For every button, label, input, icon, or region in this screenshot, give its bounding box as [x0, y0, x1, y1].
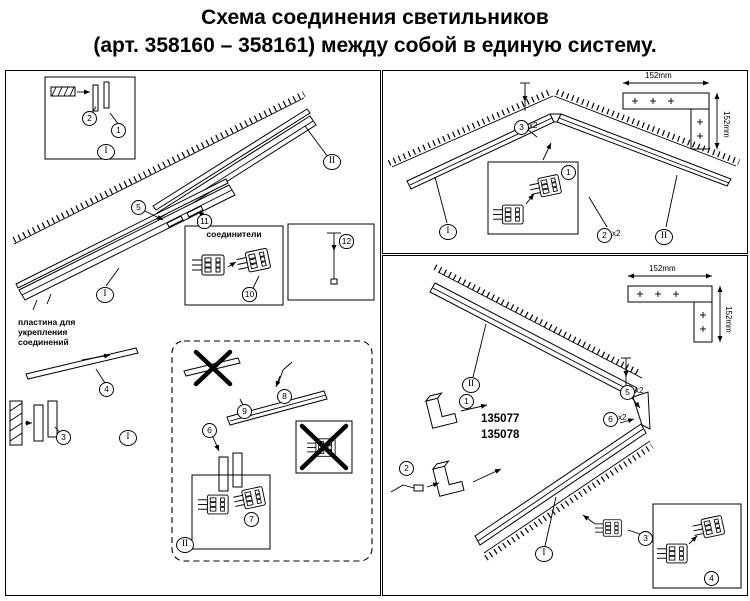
ceiling-corner-drawing: [387, 89, 741, 168]
dimension-label-vertical: 152mm: [722, 111, 731, 138]
label-leader-lines: [434, 128, 678, 228]
dimension-label-horizontal: 152mm: [649, 264, 676, 273]
plate-note-line2: укрепления: [18, 327, 68, 338]
callout-6: 6: [603, 412, 618, 427]
fixture-label-ii: II: [462, 377, 480, 393]
quantity-x2-label: x2: [529, 121, 538, 130]
connectors-box-title: соединители: [206, 229, 262, 239]
connector-block-icon: [234, 247, 272, 275]
connector-block-icon: [231, 485, 267, 512]
callout-2: 2: [597, 228, 612, 243]
left-panel: 2 1 I 5 11 II I соединители 10 12 пласти…: [5, 70, 381, 596]
connector-block-icon: [493, 204, 524, 225]
wrong-assembly-box-drawing: [171, 340, 373, 562]
callout-6: 6: [202, 423, 217, 438]
quantity-x2-label: x2: [635, 386, 644, 395]
corner-piece-2-drawing: [431, 460, 502, 497]
callout-9: 9: [237, 404, 252, 419]
callout-5: 5: [620, 385, 635, 400]
bottom-right-panel-art: [390, 264, 742, 589]
corner-bracket-drawing: [622, 80, 720, 150]
callout-4: 4: [99, 382, 114, 397]
plate-note-line3: соединений: [18, 337, 69, 348]
feed-cable-drawing: [390, 482, 440, 493]
callout-3: 3: [638, 531, 653, 546]
quantity-x2-label: x2: [612, 229, 621, 238]
page-title-line2: (арт. 358160 – 358161) между собой в еди…: [93, 33, 657, 57]
top-right-panel: 3 x2 1 2 x2 I II 152mm 152mm: [382, 70, 748, 254]
ceiling-edge-drawing: [12, 91, 306, 245]
callout-4: 4: [704, 571, 719, 586]
connector-block-icon: [198, 494, 229, 515]
callout-3: 3: [56, 430, 71, 445]
page-title: Схема соединения светильников (арт. 3581…: [0, 4, 750, 59]
connector-block-icon: [657, 543, 688, 564]
connector-3-drawing: [582, 514, 622, 537]
callout-7: 7: [244, 512, 259, 527]
corner-joint-drawing: [520, 82, 562, 123]
callout-1: 1: [111, 123, 126, 138]
article-number-2: 135078: [481, 429, 520, 441]
dimension-label-horizontal: 152mm: [645, 71, 672, 80]
corner-piece-1-drawing: [424, 392, 488, 429]
quantity-x2-label: x2: [618, 413, 627, 422]
connector-block-icon: [192, 254, 225, 276]
fixture-ii-drawing: [429, 264, 643, 398]
corner-bracket-drawing: [627, 273, 723, 343]
fixture-label-i: I: [96, 287, 114, 303]
label-leader-lines: [472, 323, 641, 547]
fixture-label-i: I: [97, 144, 115, 160]
callout-2: 2: [399, 461, 414, 476]
connectors-detail-box-drawing: [487, 142, 579, 235]
article-number-1: 135077: [481, 413, 520, 425]
page-title-line1: Схема соединения светильников: [201, 6, 549, 29]
callout-11: 11: [197, 214, 212, 229]
screw-hole-icon: [655, 291, 661, 297]
callout-8: 8: [277, 389, 292, 404]
plate-note-line1: пластина для: [18, 317, 76, 327]
screw-hole-icon: [673, 291, 679, 297]
bottom-right-panel: II I 1 2 5 x2 6 x2 3 4 135077 135078 152…: [382, 255, 748, 596]
screw-hole-icon: [697, 119, 703, 125]
joint-connectors-drawing: [142, 205, 208, 228]
fixture-label-ii: II: [655, 229, 673, 245]
corner-joint-drawing: [621, 357, 651, 430]
left-panel-art: [9, 76, 375, 562]
callout-1: 1: [459, 394, 474, 409]
strengthening-plate-drawing: [9, 347, 139, 446]
callout-3: 3: [514, 120, 529, 135]
screw-hole-icon: [700, 326, 706, 332]
screw-hole-icon: [637, 291, 643, 297]
connectors-detail-box-drawing: [652, 503, 742, 589]
connector-block-icon: [595, 519, 622, 537]
dimension-label-vertical: 152mm: [724, 306, 733, 333]
fixture-i-drawing: [15, 178, 236, 311]
callout-12: 12: [339, 234, 354, 249]
fixture-label-i: I: [119, 430, 137, 446]
screw-hole-icon: [697, 133, 703, 139]
screw-hole-icon: [668, 98, 674, 104]
fixture-label-i: I: [535, 546, 553, 562]
screw-hole-icon: [632, 98, 638, 104]
suspension-detail-drawing: [287, 223, 375, 301]
fixture-label-i: I: [439, 224, 457, 240]
fixture-i-drawing: [474, 423, 654, 561]
fixture-label-ii: II: [323, 154, 341, 170]
cross-out-icon: [299, 423, 349, 471]
label-leader-lines: [105, 125, 329, 287]
plate-note: пластина для укрепления соединений: [18, 317, 75, 348]
fixture-label-ii: II: [176, 537, 194, 553]
connectors-box-drawing: [184, 225, 284, 306]
screw-hole-icon: [700, 312, 706, 318]
callout-1: 1: [561, 165, 576, 180]
cross-out-icon: [193, 349, 233, 387]
callout-5: 5: [131, 200, 146, 215]
callout-2: 2: [82, 111, 97, 126]
callout-10: 10: [242, 287, 257, 302]
screw-hole-icon: [650, 98, 656, 104]
top-right-panel-art: [387, 80, 741, 235]
